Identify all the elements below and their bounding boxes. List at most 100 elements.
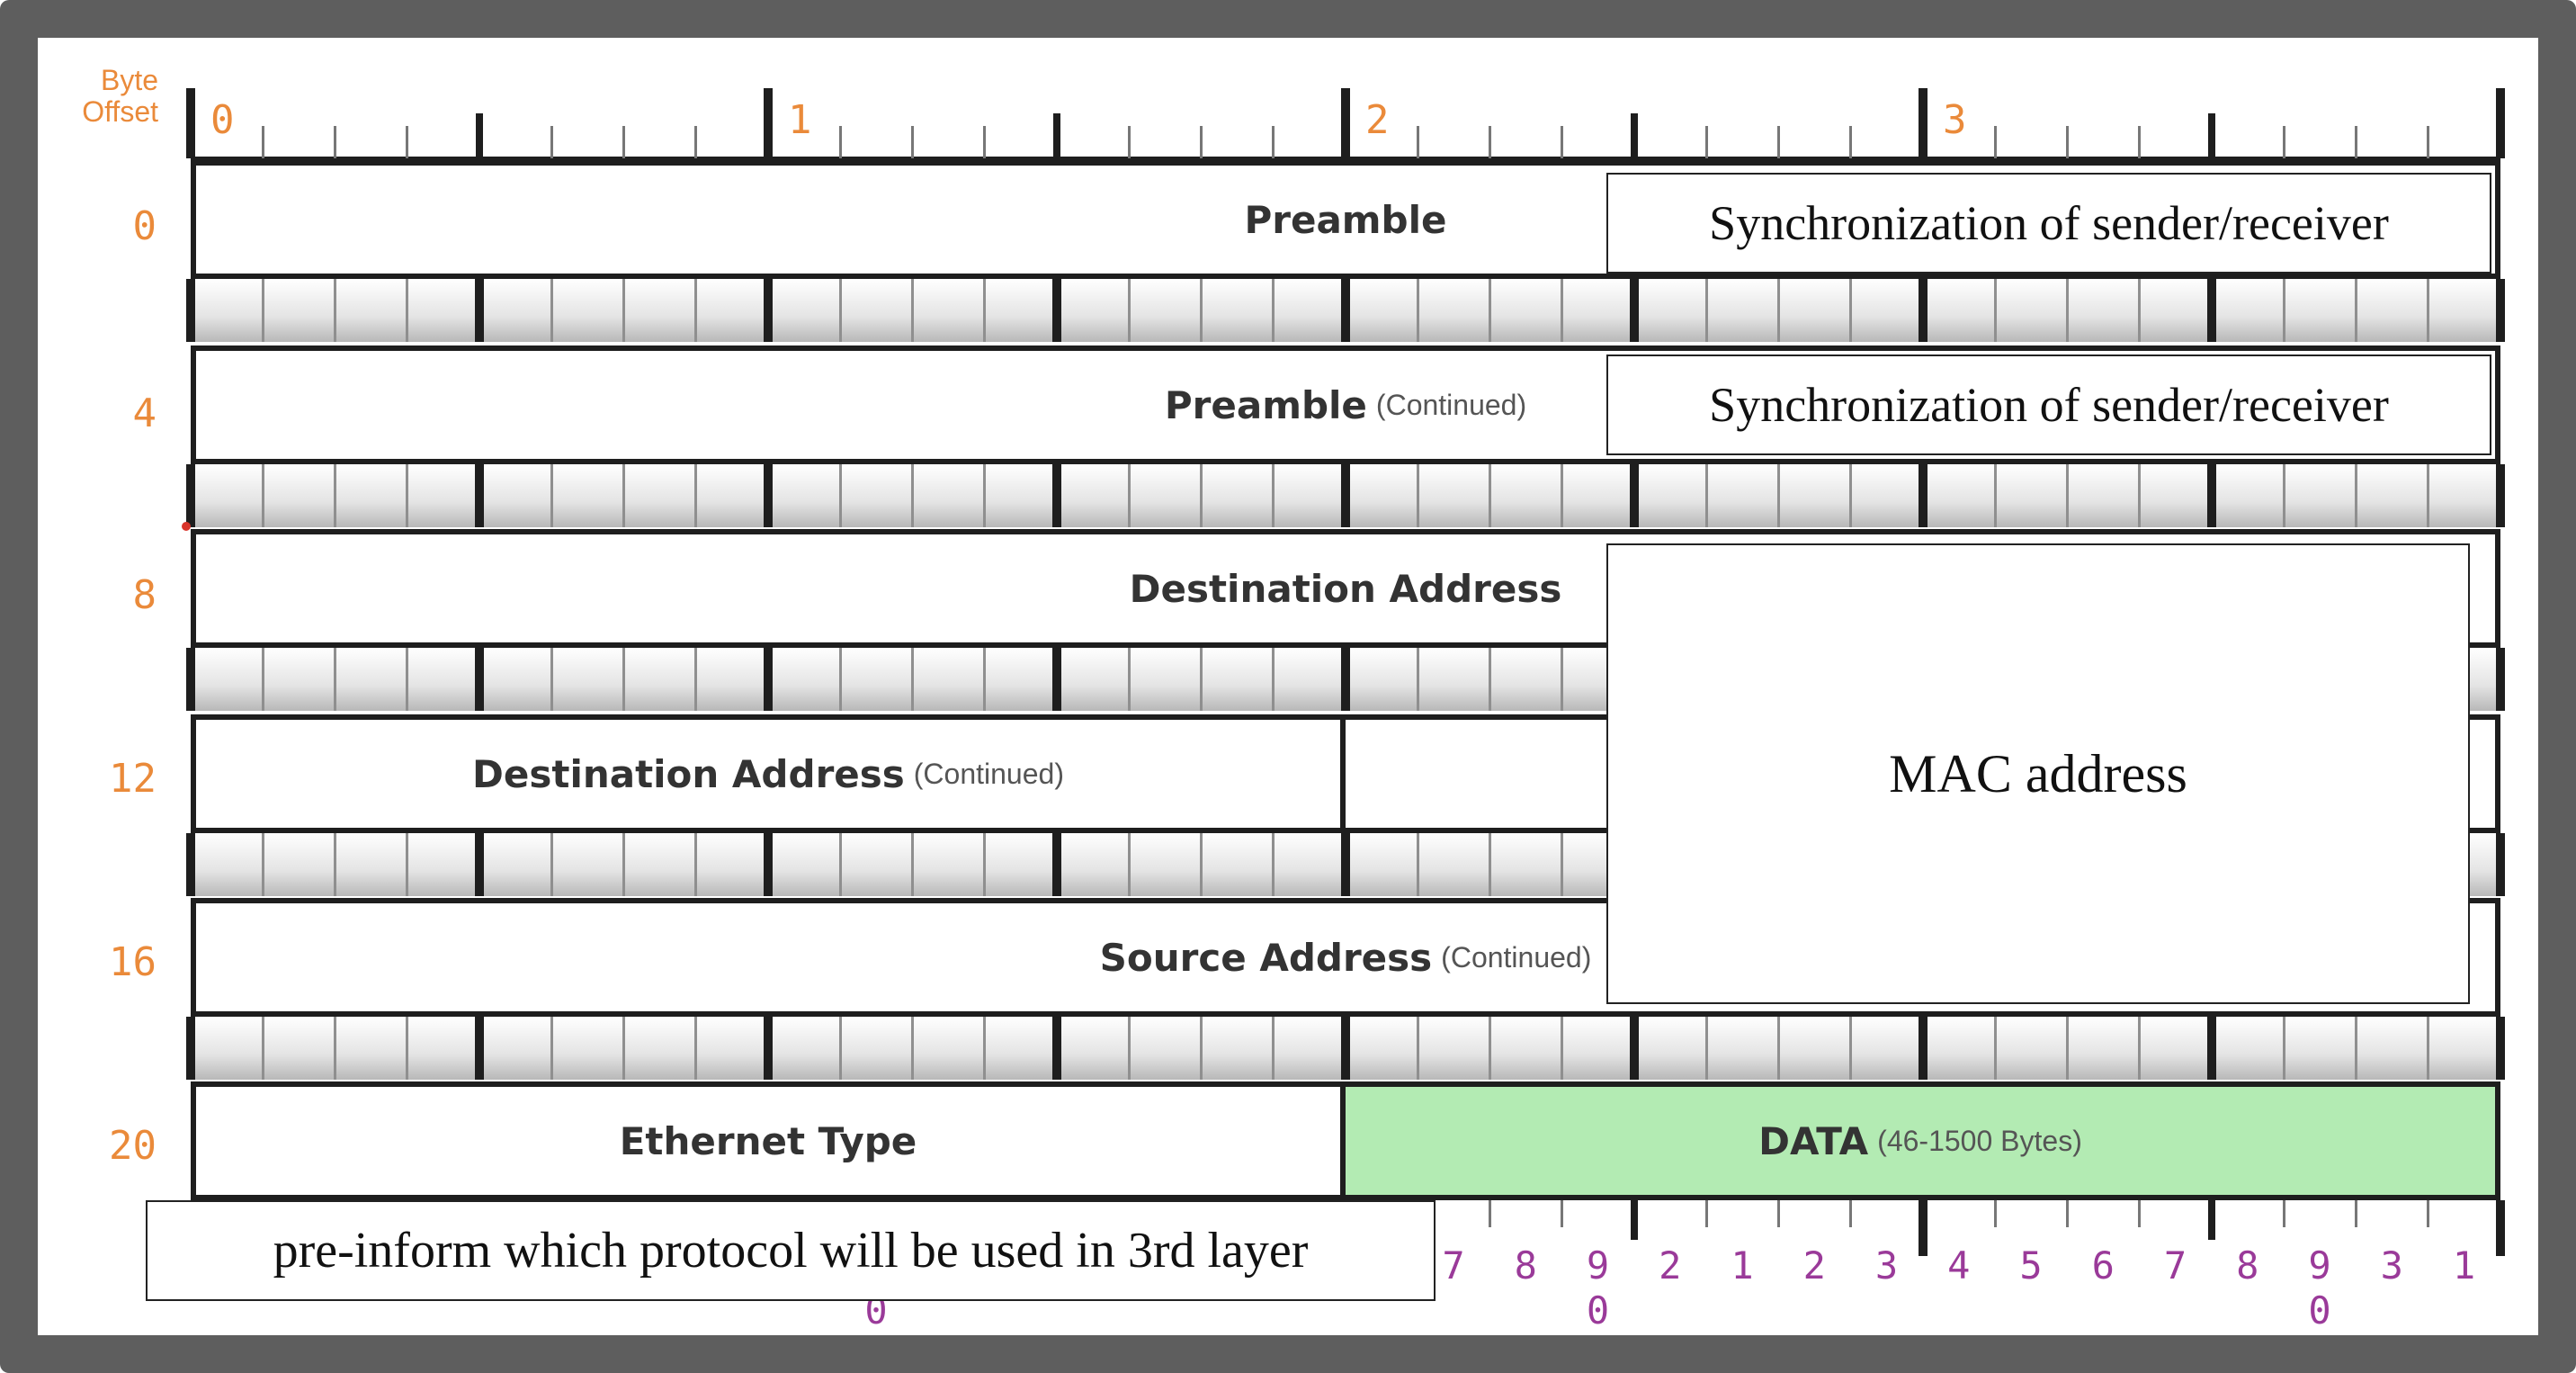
bit-divider	[334, 1017, 336, 1080]
bit-divider	[838, 1017, 842, 1080]
field-name: Preamble	[1164, 382, 1367, 427]
ruler-tick	[1993, 126, 1997, 158]
bit-divider	[694, 464, 698, 527]
bit-divider	[475, 464, 484, 527]
bit-divider	[911, 1017, 914, 1080]
bit-divider	[1416, 1017, 1419, 1080]
bit-number: 9	[2308, 1243, 2331, 1288]
bit-divider	[1127, 1017, 1131, 1080]
ruler-tick	[983, 126, 987, 158]
bit-divider	[1561, 279, 1564, 342]
bit-divider	[261, 648, 264, 711]
offset-20: 20	[109, 1123, 157, 1169]
bit-divider	[1919, 1017, 1928, 1080]
bit-divider	[2138, 464, 2142, 527]
ruler-tick	[1489, 126, 1491, 158]
bit-divider	[1272, 648, 1275, 711]
bit-divider	[764, 1017, 773, 1080]
bit-divider	[2207, 1017, 2216, 1080]
bottom-ruler-tick	[2066, 1200, 2069, 1227]
bottom-ruler-tick	[1631, 1200, 1638, 1240]
bit-divider	[622, 1017, 625, 1080]
bit-divider	[2496, 1017, 2505, 1080]
field-name: Preamble	[1244, 197, 1447, 242]
field-note: (Continued)	[1375, 388, 1527, 421]
bit-divider	[1489, 1017, 1491, 1080]
ruler-tick	[334, 126, 336, 158]
bit-divider	[983, 464, 987, 527]
bit-divider	[261, 833, 264, 896]
bit-divider	[1272, 279, 1275, 342]
offset-16: 16	[109, 939, 157, 985]
bit-strip	[186, 279, 2505, 342]
bit-divider	[1489, 464, 1491, 527]
bit-divider	[406, 1017, 409, 1080]
ruler-tick	[1127, 126, 1131, 158]
bit-divider	[911, 279, 914, 342]
bit-number: 8	[1514, 1243, 1537, 1288]
bottom-ruler-tick	[2355, 1200, 2357, 1227]
bit-divider	[838, 464, 842, 527]
bit-divider	[2496, 833, 2505, 896]
bit-divider	[2427, 1017, 2430, 1080]
bit-divider	[1630, 279, 1639, 342]
bit-divider	[550, 833, 553, 896]
ruler-tick	[1704, 126, 1708, 158]
bit-divider	[2066, 1017, 2069, 1080]
callout-ethernet-type: pre-inform which protocol will be used i…	[146, 1200, 1436, 1301]
field-destination-address-continued: Destination Address (Continued)	[196, 720, 1346, 828]
field-preamble: Preamble	[196, 166, 2495, 274]
field-ethernet-type: Ethernet Type	[196, 1087, 1346, 1195]
ruler-tick	[2496, 88, 2505, 158]
bit-divider	[2066, 279, 2069, 342]
bit-divider	[1489, 833, 1491, 896]
bit-divider	[261, 464, 264, 527]
bit-divider	[2355, 1017, 2357, 1080]
bit-number: 5	[2019, 1243, 2043, 1288]
bit-number: 4	[1947, 1243, 1971, 1288]
bit-divider	[2138, 1017, 2142, 1080]
bit-divider	[334, 279, 336, 342]
byte-number-3: 3	[1943, 97, 1967, 143]
field-note: (Continued)	[1441, 940, 1592, 974]
bit-divider	[1416, 833, 1419, 896]
bit-divider	[406, 648, 409, 711]
bit-divider	[2066, 464, 2069, 527]
bit-divider	[2282, 464, 2285, 527]
ruler-tick	[1053, 113, 1060, 158]
ruler-tick	[2427, 126, 2430, 158]
bottom-ruler-tick	[2496, 1200, 2505, 1256]
bit-divider	[983, 833, 987, 896]
bit-divider	[983, 279, 987, 342]
bit-divider	[838, 648, 842, 711]
bit-divider	[1341, 1017, 1350, 1080]
ruler-tick	[1200, 126, 1203, 158]
bit-divider	[1919, 279, 1928, 342]
bit-divider	[2355, 464, 2357, 527]
bit-divider	[622, 648, 625, 711]
field-source-address-continued: Source Address (Continued)	[196, 903, 2495, 1011]
bottom-ruler-tick	[2427, 1200, 2430, 1227]
bit-divider	[1416, 279, 1419, 342]
row-ethertype-data: Ethernet Type DATA (46-1500 Bytes)	[191, 1081, 2500, 1200]
ruler-tick	[911, 126, 914, 158]
bit-divider	[983, 648, 987, 711]
bit-divider	[2282, 279, 2285, 342]
bit-divider	[186, 648, 195, 711]
bit-divider	[2138, 279, 2142, 342]
bit-divider	[186, 833, 195, 896]
bit-divider	[261, 279, 264, 342]
bottom-ruler-tick	[1489, 1200, 1491, 1227]
bit-divider	[694, 648, 698, 711]
bit-divider	[622, 833, 625, 896]
bottom-ruler-tick	[1993, 1200, 1997, 1227]
bit-divider	[1200, 648, 1203, 711]
bit-divider	[1561, 464, 1564, 527]
bit-number: 8	[2236, 1243, 2259, 1288]
bit-number: 9	[1586, 1243, 1610, 1288]
bit-divider	[406, 279, 409, 342]
bit-divider	[1127, 464, 1131, 527]
ruler-tick	[261, 126, 264, 158]
byte-number-2: 2	[1365, 97, 1390, 143]
bit-divider	[1704, 1017, 1708, 1080]
